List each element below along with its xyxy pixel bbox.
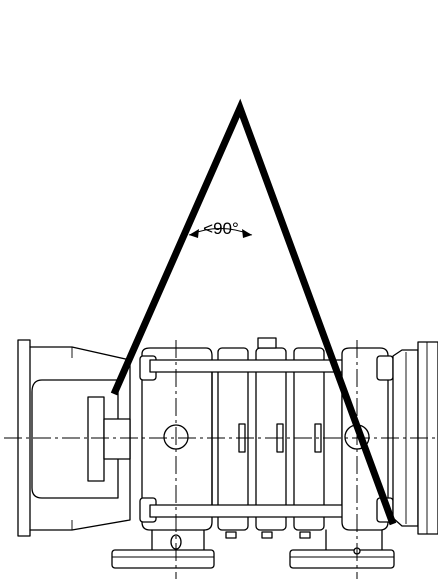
angle-dimension: <90° <box>188 219 253 238</box>
angle-label: <90° <box>203 219 239 238</box>
angle-limit-lines <box>110 98 397 526</box>
left-end-housing <box>17 339 131 537</box>
stage-section <box>211 337 343 539</box>
left-bracket <box>111 347 215 569</box>
tie-rods <box>149 359 386 518</box>
